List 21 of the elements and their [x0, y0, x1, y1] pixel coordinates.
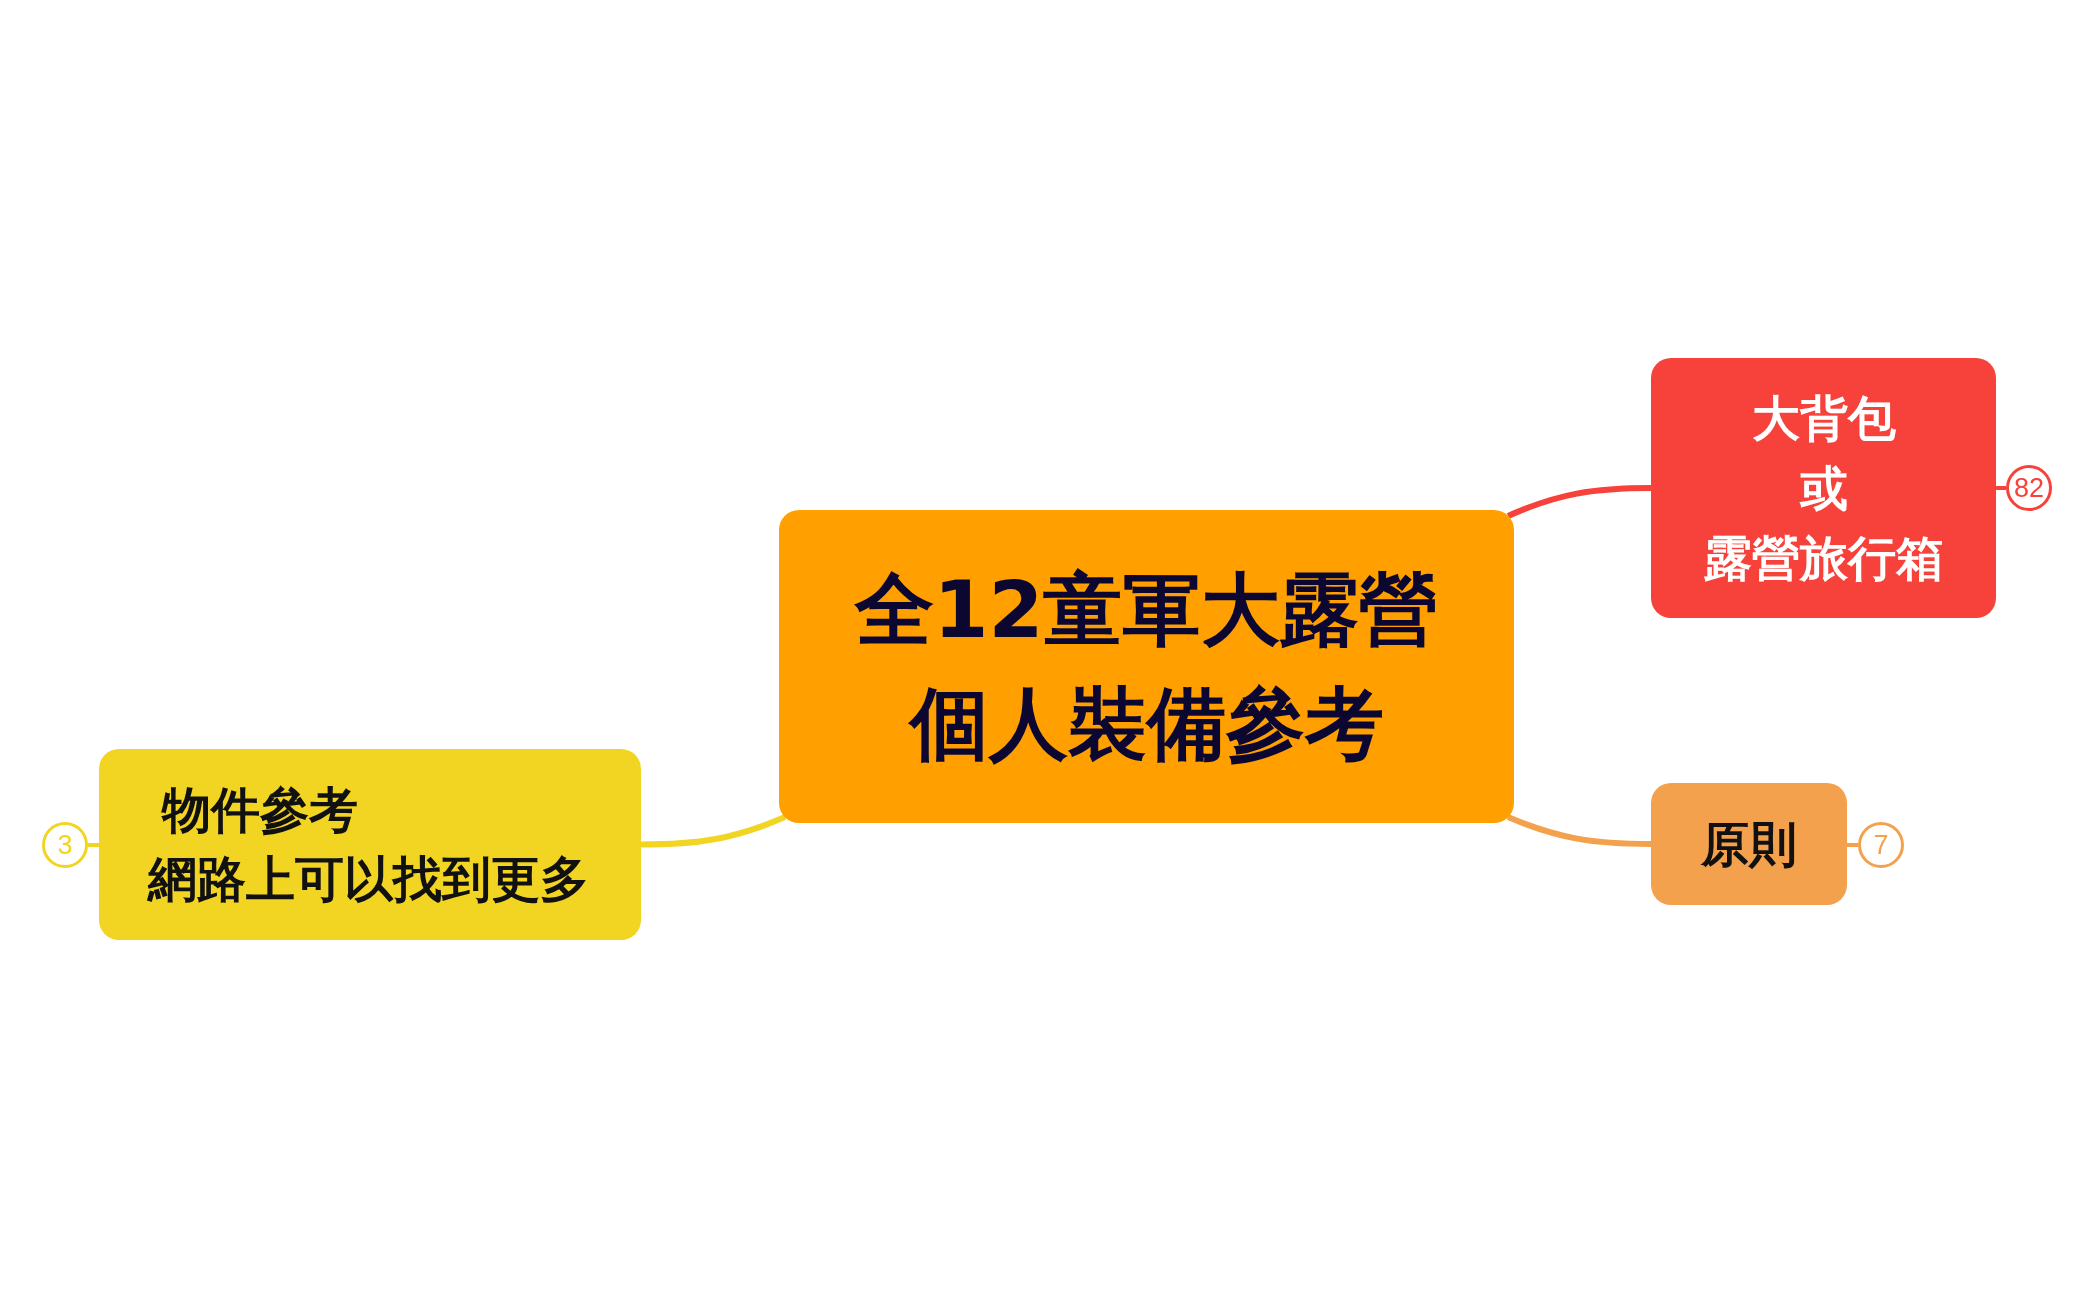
central-topic-box: [779, 510, 1514, 823]
connector-line: [640, 814, 787, 848]
topic-box: [1651, 783, 1847, 905]
topic-label: 網路上可以找到更多: [148, 849, 589, 910]
topic-label: 個人裝備參考: [909, 676, 1384, 772]
topic-label: 或: [1799, 459, 1848, 518]
topic-label: 物件參考: [162, 780, 358, 841]
count-badge: 82: [2006, 465, 2052, 511]
connector-line: [1506, 485, 1652, 519]
topic-label: 大背包: [1751, 389, 1896, 448]
connector-line: [88, 843, 99, 847]
count-badge: 3: [42, 822, 88, 868]
connector-line: [1506, 814, 1652, 847]
topic-box: [1651, 358, 1996, 618]
topic-box: [99, 749, 641, 940]
topic-label: 露營旅行箱: [1703, 529, 1944, 588]
connector-line: [1996, 486, 2006, 490]
topic-label: 全12童軍大露營: [854, 562, 1439, 658]
topic-label: 原則: [1701, 815, 1797, 874]
count-badge: 7: [1858, 822, 1904, 868]
connector-line: [1847, 843, 1858, 847]
